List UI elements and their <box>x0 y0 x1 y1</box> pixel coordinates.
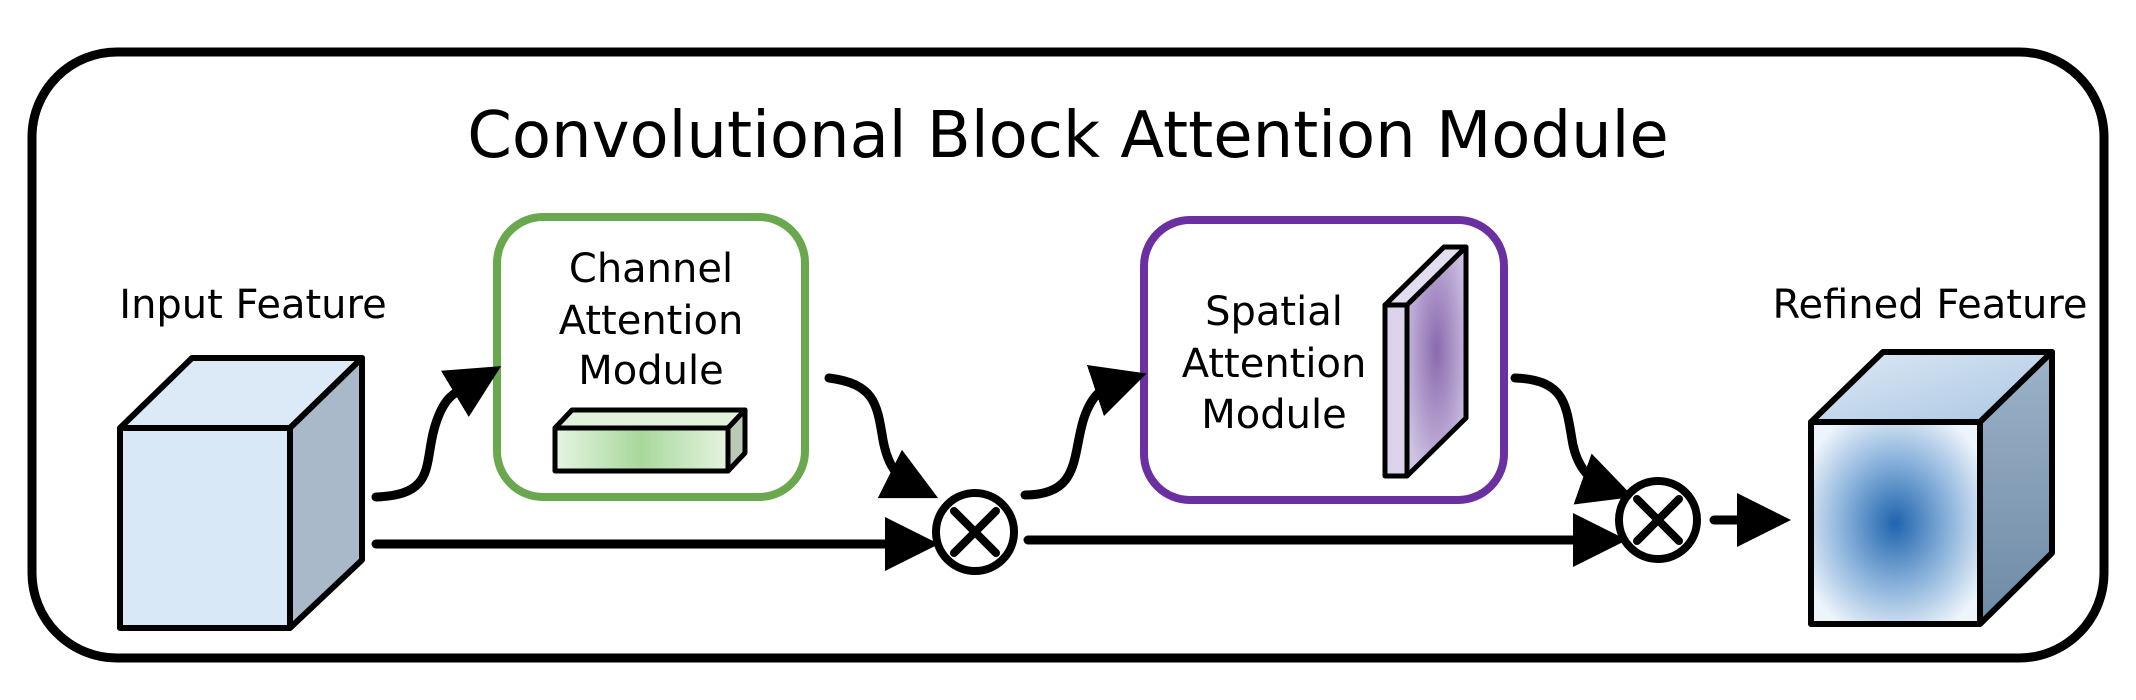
channel-label-line3: Module <box>578 348 723 394</box>
arrow-spatial-to-mult2 <box>1510 373 1634 505</box>
arrow-channel-to-mult1 <box>824 373 939 499</box>
channel-attention-bar <box>552 407 748 474</box>
multiply-operator-2 <box>1615 477 1701 563</box>
outer-frame <box>27 47 2109 663</box>
diagram-title: Convolutional Block Attention Module <box>467 99 1669 173</box>
multiply-icon <box>1633 495 1683 545</box>
multiply-operator-1 <box>932 489 1018 575</box>
arrow-mult1-to-spatial <box>1020 364 1147 500</box>
spatial-label-line2: Attention <box>1182 341 1367 387</box>
spatial-label-line3: Module <box>1201 392 1346 438</box>
refined-cube-front <box>1808 419 1983 627</box>
input-feature-cube <box>117 355 365 631</box>
spatial-attention-slab <box>1382 244 1469 479</box>
input-feature-label: Input Feature <box>119 282 386 328</box>
arrow-input-to-channel <box>371 366 502 502</box>
input-cube-front <box>117 425 293 631</box>
spatial-label-line1: Spatial <box>1205 289 1343 335</box>
multiply-icon <box>950 507 1000 557</box>
channel-label-line1: Channel <box>569 246 733 292</box>
refined-feature-cube <box>1808 349 2055 627</box>
channel-label-line2: Attention <box>559 298 744 344</box>
refined-feature-label: Refined Feature <box>1772 282 2087 328</box>
